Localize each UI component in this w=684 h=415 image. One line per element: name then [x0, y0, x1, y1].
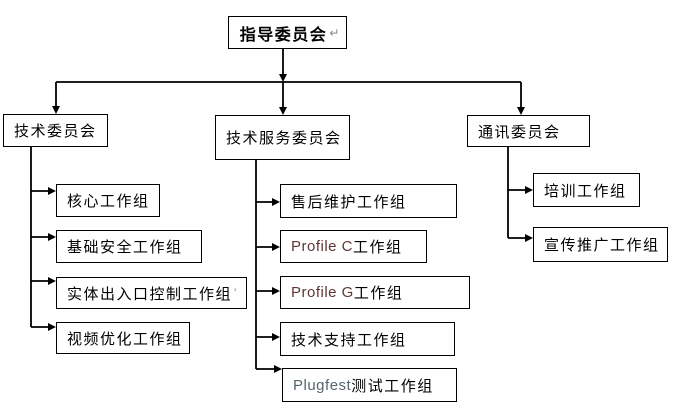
group-box-video-optimization[interactable]: 视频优化工作组 [56, 322, 190, 354]
arrow-right-icon [48, 323, 56, 331]
arrow-right-icon [274, 365, 282, 373]
group-label: 售后维护工作组 [291, 193, 407, 211]
group-box-publicity-promotion[interactable]: 宣传推广工作组 [533, 227, 668, 262]
group-label-latin: Profile C [291, 238, 354, 255]
committee-box-technical[interactable]: 技术委员会 [3, 114, 108, 147]
group-label: 实体出入口控制工作组 [67, 285, 233, 303]
group-box-after-sales-maintenance[interactable]: 售后维护工作组 [280, 184, 457, 218]
group-box-technical-support[interactable]: 技术支持工作组 [280, 322, 455, 356]
group-label: 培训工作组 [544, 182, 627, 200]
arrow-right-icon [525, 186, 533, 194]
arrow-right-icon [525, 234, 533, 242]
root-box-steering-committee[interactable]: 指导委员会 ↵ [228, 16, 347, 49]
group-box-plugfest-testing[interactable]: Plugfest 测试工作组 [282, 368, 457, 402]
group-label: 工作组 [353, 285, 404, 302]
committee-label: 通讯委员会 [478, 123, 561, 141]
arrow-right-icon [272, 243, 280, 251]
group-label: 测试工作组 [351, 377, 434, 395]
group-box-profile-c[interactable]: Profile C 工作组 [280, 230, 427, 263]
group-label: 核心工作组 [67, 193, 150, 210]
group-box-core[interactable]: 核心工作组 [56, 184, 160, 217]
group-label: 视频优化工作组 [67, 330, 183, 348]
linebreak-mark: ↵ [329, 25, 340, 40]
linebreak-mark: ' [234, 286, 237, 300]
group-label: 基础安全工作组 [67, 239, 183, 256]
group-label-latin: Profile G [291, 284, 354, 301]
connector-line-group [30, 48, 526, 370]
arrow-down-icon [279, 74, 287, 82]
arrow-down-icon [279, 107, 287, 115]
arrow-right-icon [272, 333, 280, 341]
group-label: 宣传推广工作组 [544, 237, 660, 254]
group-label: 技术支持工作组 [291, 331, 407, 349]
arrow-right-icon [272, 287, 280, 295]
committee-label: 技术委员会 [14, 123, 97, 140]
arrow-down-icon [517, 107, 525, 115]
arrowhead-group [48, 74, 533, 373]
group-label: 工作组 [353, 239, 403, 256]
committee-box-technical-service[interactable]: 技术服务委员会 [215, 115, 350, 160]
arrow-right-icon [48, 277, 56, 285]
committee-label: 技术服务委员会 [226, 130, 342, 147]
arrow-right-icon [272, 198, 280, 206]
committee-box-communications[interactable]: 通讯委员会 [467, 115, 590, 147]
group-box-basic-security[interactable]: 基础安全工作组 [56, 230, 202, 263]
group-box-entity-access-control[interactable]: 实体出入口控制工作组 ' [56, 277, 247, 309]
group-label-latin: Plugfest [293, 376, 352, 394]
group-box-profile-g[interactable]: Profile G 工作组 [280, 276, 470, 309]
root-label: 指导委员会 [239, 26, 328, 44]
arrow-down-icon [52, 106, 60, 114]
arrow-right-icon [48, 233, 56, 241]
group-box-training[interactable]: 培训工作组 [533, 173, 640, 207]
arrow-right-icon [48, 187, 56, 195]
